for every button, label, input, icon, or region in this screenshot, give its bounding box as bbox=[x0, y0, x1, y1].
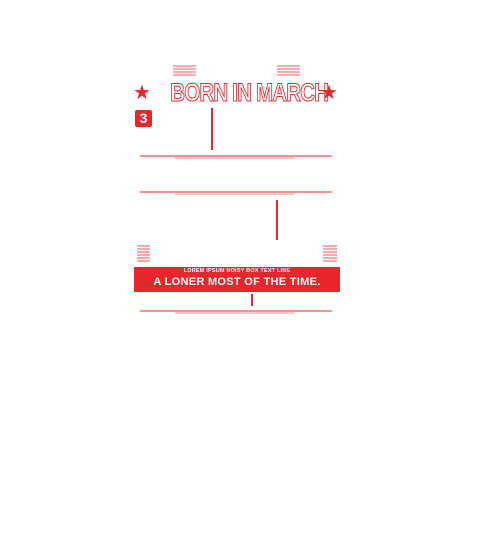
horizontal-rule-1 bbox=[140, 155, 332, 159]
banner-line-2: A LONER MOST OF THE TIME. bbox=[153, 276, 321, 288]
headline: BORN IN MARCH bbox=[170, 79, 330, 108]
star-icon: ★ bbox=[320, 80, 338, 104]
top-left-stripes bbox=[173, 65, 196, 76]
horizontal-rule-2 bbox=[140, 191, 332, 195]
banner-right-stripes bbox=[323, 245, 337, 262]
horizontal-rule-3 bbox=[140, 310, 332, 314]
slogan-banner: LOREM IPSUM NOISY BOX TEXT LINE A LONER … bbox=[134, 267, 340, 292]
day-number-badge: 3 bbox=[135, 110, 152, 127]
banner-line-1: LOREM IPSUM NOISY BOX TEXT LINE bbox=[183, 268, 291, 274]
banner-left-stripes bbox=[137, 245, 150, 262]
top-right-stripes bbox=[277, 65, 300, 76]
star-icon: ★ bbox=[133, 80, 151, 104]
